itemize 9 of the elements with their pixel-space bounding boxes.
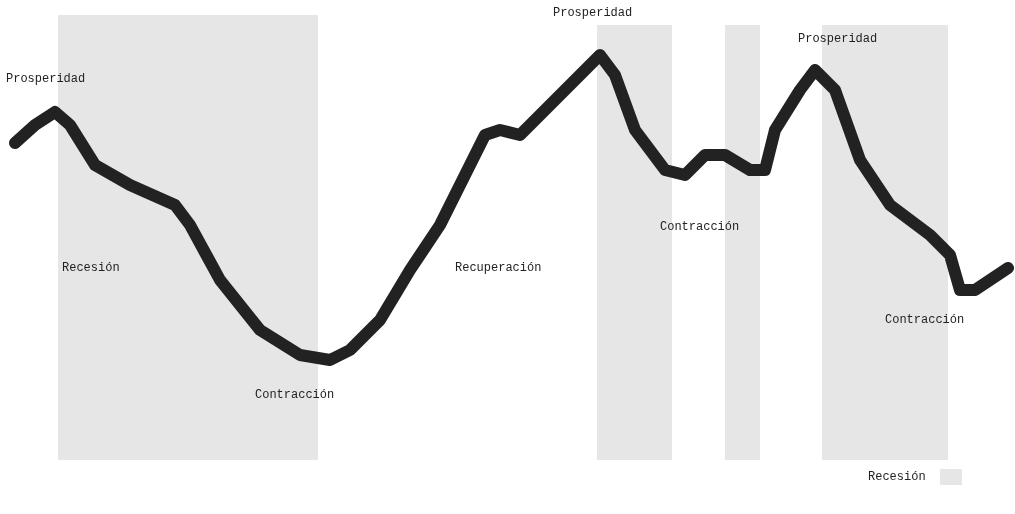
- phase-label: Prosperidad: [798, 32, 878, 46]
- phase-label: Prosperidad: [6, 72, 86, 86]
- phase-label: Contracción: [660, 220, 740, 234]
- phase-label: Contracción: [885, 313, 965, 327]
- phase-label: Recesión: [62, 261, 120, 275]
- phase-label: Prosperidad: [553, 6, 633, 20]
- phase-label: Recuperación: [455, 261, 542, 275]
- legend-label: Recesión: [868, 470, 926, 484]
- phase-label: Contracción: [255, 388, 335, 402]
